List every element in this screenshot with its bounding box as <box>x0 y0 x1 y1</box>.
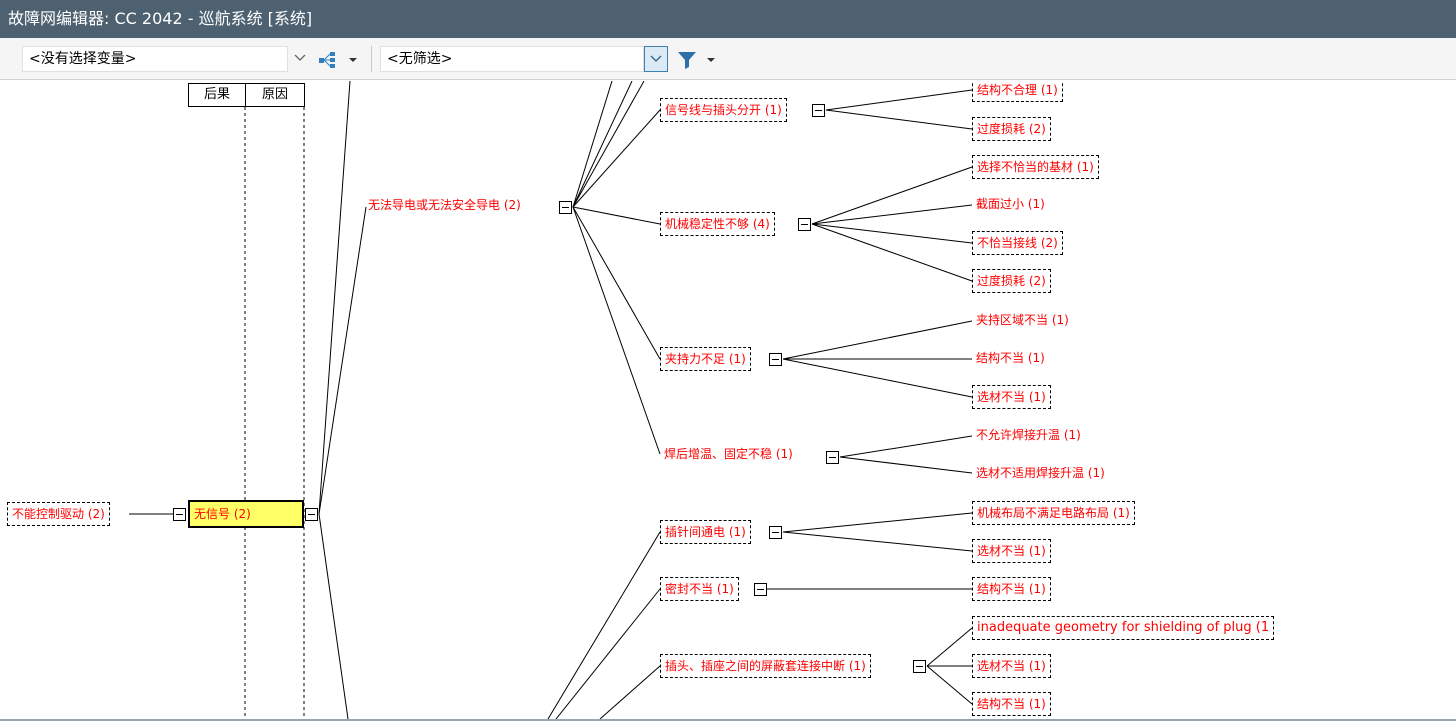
fault-node[interactable]: 过度损耗 (2) <box>972 117 1051 141</box>
fault-node[interactable]: 夹持区域不当 (1) <box>976 313 1069 327</box>
toolbar-separator <box>371 46 372 72</box>
collapse-toggle[interactable] <box>798 218 811 231</box>
variable-dropdown-button[interactable] <box>288 46 312 72</box>
chevron-down-icon <box>294 54 306 61</box>
fault-node[interactable]: 不恰当接线 (2) <box>972 231 1063 255</box>
window-title: 故障网编辑器: CC 2042 - 巡航系统 [系统] <box>0 0 1456 38</box>
fault-node[interactable]: 选材不当 (1) <box>972 385 1051 409</box>
collapse-toggle[interactable] <box>754 583 767 596</box>
fault-node[interactable]: 结构不当 (1) <box>976 351 1045 365</box>
funnel-icon <box>678 52 696 69</box>
fault-node[interactable]: 信号线与插头分开 (1) <box>660 98 787 122</box>
filter-select[interactable]: <无筛选> <box>380 46 644 72</box>
column-header-cause[interactable]: 原因 <box>245 83 305 107</box>
fault-node[interactable]: 结构不当 (1) <box>972 577 1051 601</box>
collapse-toggle[interactable] <box>769 526 782 539</box>
collapse-toggle[interactable] <box>812 104 825 117</box>
hierarchy-icon <box>319 52 335 68</box>
selected-fault-node[interactable]: 无信号 (2) <box>188 500 304 528</box>
fault-node[interactable]: 选材不当 (1) <box>972 539 1051 563</box>
variable-select[interactable]: <没有选择变量> <box>22 46 288 72</box>
collapse-toggle[interactable] <box>559 201 572 214</box>
filter-dropdown-button[interactable] <box>644 46 668 72</box>
fault-node[interactable]: 过度损耗 (2) <box>972 269 1051 293</box>
collapse-toggle[interactable] <box>769 353 782 366</box>
connector-lines <box>129 81 973 719</box>
fault-node[interactable]: 机械布局不满足电路布局 (1) <box>972 501 1135 525</box>
fault-node[interactable]: 选择不恰当的基材 (1) <box>972 155 1099 179</box>
fault-node[interactable]: 插针间通电 (1) <box>660 520 751 544</box>
fault-node[interactable]: 结构不合理 (1) <box>972 81 1063 102</box>
hierarchy-view-button[interactable] <box>318 50 340 70</box>
filter-menu-button[interactable] <box>704 50 718 70</box>
fault-node[interactable]: 不允许焊接升温 (1) <box>976 428 1081 442</box>
chevron-down-icon <box>650 55 662 62</box>
caret-down-icon <box>349 58 357 62</box>
hierarchy-menu-button[interactable] <box>346 50 360 70</box>
fault-node[interactable]: 插头、插座之间的屏蔽套连接中断 (1) <box>660 654 871 678</box>
fault-node[interactable]: 密封不当 (1) <box>660 577 739 601</box>
status-border <box>0 719 1456 721</box>
caret-down-icon <box>707 58 715 62</box>
column-header-effect[interactable]: 后果 <box>188 83 246 107</box>
fault-node[interactable]: 截面过小 (1) <box>976 197 1045 211</box>
fault-node[interactable]: 焊后增温、固定不稳 (1) <box>664 447 793 461</box>
collapse-toggle[interactable] <box>913 660 926 673</box>
fault-node[interactable]: 无法导电或无法安全导电 (2) <box>368 198 521 212</box>
effect-node[interactable]: 不能控制驱动 (2) <box>7 502 110 526</box>
fault-net-canvas[interactable]: 后果 原因 不能控制驱动 (2) 无信号 (2) 无法导电或无法安全导电 (2)… <box>0 81 1456 719</box>
collapse-toggle[interactable] <box>826 451 839 464</box>
fault-node[interactable]: 选材不适用焊接升温 (1) <box>976 466 1105 480</box>
fault-node[interactable]: 结构不当 (1) <box>972 692 1051 716</box>
toolbar: <没有选择变量> <无筛选> <box>0 38 1456 80</box>
filter-button[interactable] <box>676 50 698 70</box>
collapse-toggle[interactable] <box>305 508 318 521</box>
fault-node[interactable]: 选材不当 (1) <box>972 654 1051 678</box>
fault-node[interactable]: 机械稳定性不够 (4) <box>660 212 775 236</box>
fault-node[interactable]: inadequate geometry for shielding of plu… <box>972 616 1275 640</box>
fault-node[interactable]: 夹持力不足 (1) <box>660 347 751 371</box>
collapse-toggle[interactable] <box>173 508 186 521</box>
